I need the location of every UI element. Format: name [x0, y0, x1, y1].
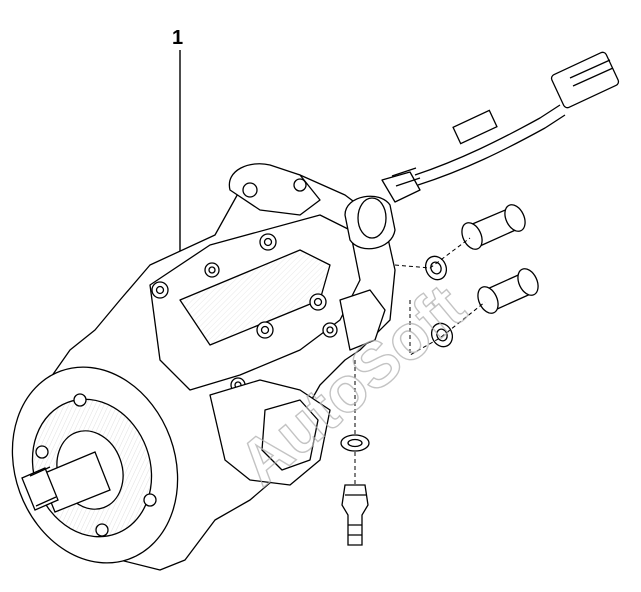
outlet-boss — [339, 289, 386, 351]
bottom-fitting-threads — [345, 494, 367, 536]
upper-washer-hole — [430, 261, 442, 275]
mounting-ear — [228, 163, 321, 216]
sensor-connector — [381, 171, 421, 203]
bottom-washer-hole — [347, 438, 363, 448]
nut-edges — [29, 466, 57, 507]
fittings — [340, 204, 539, 546]
assembly-lines — [354, 237, 486, 485]
flange-bolt-hole — [143, 493, 157, 507]
head-bolts — [151, 233, 338, 393]
drive-flange — [11, 366, 179, 564]
head-face — [179, 249, 331, 346]
mount-hole — [242, 182, 258, 198]
sensor-cable-2 — [417, 114, 566, 186]
callout-label-1: 1 — [172, 27, 183, 49]
side-cover — [261, 399, 319, 471]
sensor-cable — [414, 104, 561, 176]
lower-fitting-nut — [477, 286, 499, 314]
lower-washer-hole — [436, 328, 448, 342]
cable-label-tag — [452, 109, 498, 145]
upper-fitting-end — [504, 204, 526, 232]
bottom-fitting — [341, 484, 369, 546]
connector-ribs — [391, 167, 421, 187]
connector-lines — [569, 59, 614, 87]
regulator-cap — [357, 197, 387, 239]
sensor-harness — [414, 51, 620, 186]
flange-bolt-hole — [35, 445, 49, 459]
flange-bolt-hole — [73, 393, 87, 407]
flange-bolt-hole — [95, 523, 109, 537]
upper-fitting-nut — [461, 222, 483, 250]
lower-fitting-end — [517, 268, 539, 296]
mount-hole — [293, 178, 307, 192]
